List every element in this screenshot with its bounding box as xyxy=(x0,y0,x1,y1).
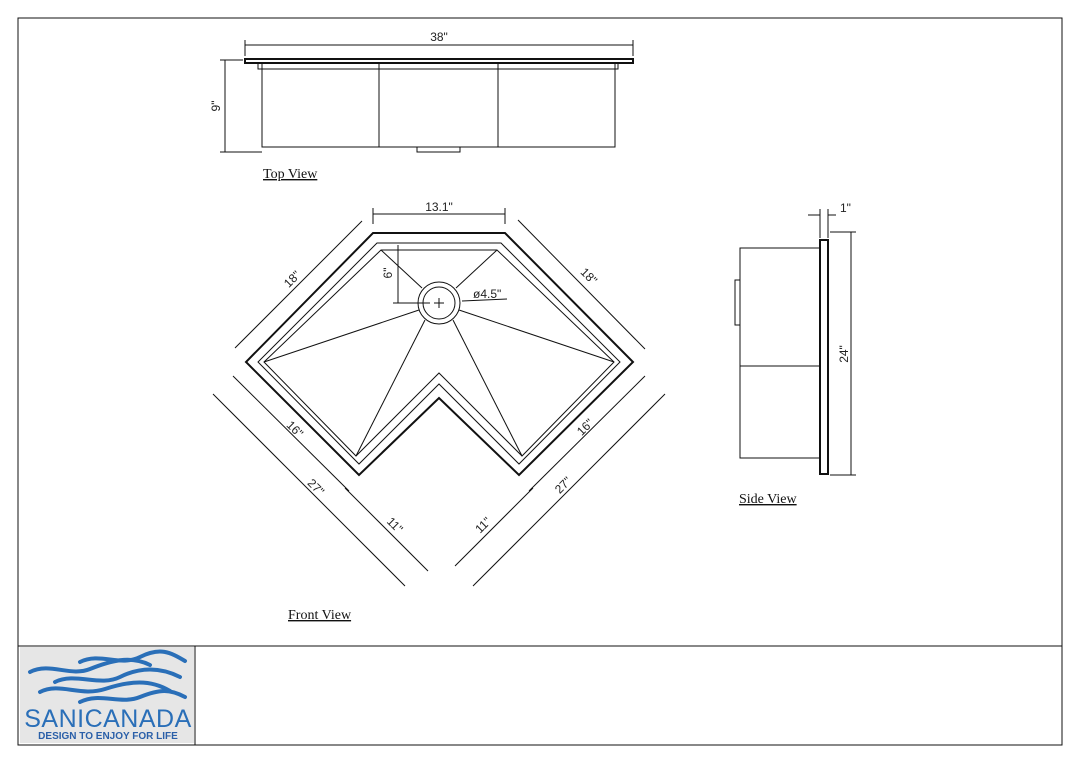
dim-drain-offset: 6" xyxy=(381,268,395,279)
dim-top-width: 38" xyxy=(430,30,448,44)
front-view-label: Front View xyxy=(288,608,352,623)
side-view: 1" 24" Side View xyxy=(734,201,856,507)
dim-top-height: 9" xyxy=(209,101,223,112)
wave-icon xyxy=(28,649,187,704)
dim-front-top: 13.1" xyxy=(425,200,453,214)
dim-left-11: 11" xyxy=(384,514,406,536)
side-view-label: Side View xyxy=(739,492,798,507)
dim-right-16: 16" xyxy=(574,416,596,438)
dim-left-27: 27" xyxy=(305,476,327,498)
top-view: 38" 9" Top View xyxy=(209,30,634,182)
dim-side-flange: 1" xyxy=(840,201,851,215)
brand-name: SANICANADA xyxy=(24,705,192,733)
dim-left-18: 18" xyxy=(281,268,303,290)
sanicanada-logo: SANICANADA DESIGN TO ENJOY FOR LIFE xyxy=(20,647,194,743)
dim-side-height: 24" xyxy=(837,345,851,363)
sheet-border xyxy=(17,17,1063,746)
top-view-label: Top View xyxy=(263,167,318,182)
dim-right-11: 11" xyxy=(472,514,494,536)
front-view: 13.1" 6" ø4.5" 18" 18" 16" 16" 27" 27" 1… xyxy=(212,200,666,623)
dim-drain-diameter: ø4.5" xyxy=(473,287,501,301)
brand-tagline: DESIGN TO ENJOY FOR LIFE xyxy=(38,731,178,742)
dim-left-16: 16" xyxy=(284,418,306,440)
dim-right-27: 27" xyxy=(552,474,574,496)
